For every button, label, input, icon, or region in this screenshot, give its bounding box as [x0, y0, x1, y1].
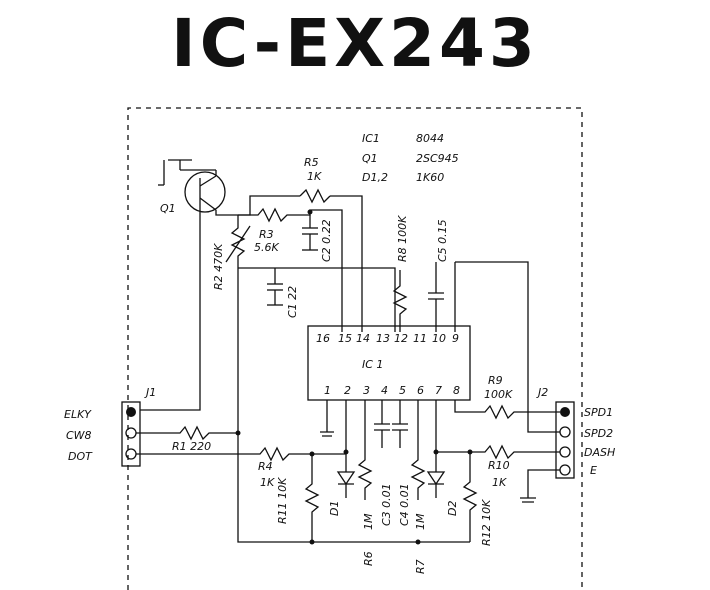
svg-text:13: 13 — [376, 332, 390, 345]
j2-pin-dash: DASH — [584, 446, 615, 459]
parts-ref-ic1: IC1 — [362, 132, 380, 145]
r9-value: 100K — [484, 388, 513, 401]
r6-label: R6 — [362, 551, 375, 566]
parts-table: IC1 8044 Q1 2SC945 D1,2 1K60 — [362, 132, 459, 184]
r6-value: 1M — [362, 513, 375, 530]
c1-label: C1 22 — [286, 286, 299, 318]
svg-text:6: 6 — [417, 384, 424, 397]
j2-pin-spd2: SPD2 — [584, 427, 613, 440]
svg-text:14: 14 — [356, 332, 370, 345]
q1-label: Q1 — [160, 202, 176, 215]
svg-text:10: 10 — [432, 332, 446, 345]
r5-value: 1K — [307, 170, 322, 183]
svg-text:8: 8 — [453, 384, 460, 397]
d2-label: D2 — [446, 501, 459, 516]
r11-label: R11 10K — [276, 477, 289, 524]
r4-value: 1K — [260, 476, 275, 489]
r1-label: R1 220 — [172, 440, 211, 453]
j1-pin-dot: DOT — [68, 450, 93, 463]
parts-value-q1: 2SC945 — [416, 152, 459, 165]
svg-text:9: 9 — [452, 332, 459, 345]
parts-ref-d12: D1,2 — [362, 171, 388, 184]
svg-text:11: 11 — [413, 332, 427, 345]
r4-label: R4 — [258, 460, 273, 473]
j2-pin-spd1: SPD1 — [584, 406, 613, 419]
c5-label: C5 0.15 — [436, 219, 449, 262]
ic1-top-pins: 16 15 14 13 12 11 10 9 — [316, 332, 459, 345]
svg-text:3: 3 — [363, 384, 370, 397]
r9-label: R9 — [488, 374, 503, 387]
svg-text:5: 5 — [399, 384, 406, 397]
ic1-bottom-pins: 1 2 3 4 5 6 7 8 — [324, 384, 460, 397]
svg-text:4: 4 — [381, 384, 388, 397]
r7-value: 1M — [414, 513, 427, 530]
c4-label: C4 0.01 — [398, 483, 411, 526]
r7-label: R7 — [414, 559, 427, 574]
r10-label: R10 — [488, 459, 510, 472]
enclosure-border — [127, 107, 583, 590]
transistor-q1: Q1 — [158, 159, 226, 215]
svg-text:15: 15 — [338, 332, 352, 345]
parts-value-d12: 1K60 — [416, 171, 444, 184]
j1-label: J1 — [144, 386, 156, 399]
svg-text:1: 1 — [324, 384, 331, 397]
ic1-body — [307, 325, 471, 401]
svg-text:16: 16 — [316, 332, 330, 345]
j1-pin-elky: ELKY — [64, 408, 92, 421]
d1-label: D1 — [328, 501, 341, 516]
svg-text:7: 7 — [435, 384, 442, 397]
svg-text:2: 2 — [344, 384, 351, 397]
r2-label: R2 470K — [212, 243, 225, 290]
r5-label: R5 — [304, 156, 319, 169]
r12-label: R12 10K — [480, 499, 493, 546]
r3-value: 5.6K — [254, 241, 279, 254]
r10-value: 1K — [492, 476, 507, 489]
j1-pin-cw8: CW8 — [66, 429, 92, 442]
r3-label: R3 — [259, 228, 274, 241]
connector-j2: J2 SPD1 SPD2 DASH E — [536, 386, 615, 479]
diagram-title: IC-EX243 — [171, 5, 539, 82]
connector-j1: J1 ELKY CW8 DOT — [64, 386, 156, 467]
c2-label: C2 0.22 — [320, 219, 333, 262]
svg-text:12: 12 — [394, 332, 408, 345]
parts-ref-q1: Q1 — [362, 152, 378, 165]
j2-label: J2 — [536, 386, 548, 399]
parts-value-ic1: 8044 — [416, 132, 444, 145]
r8-label: R8 100K — [396, 215, 409, 262]
j2-pin-e: E — [590, 464, 597, 477]
ic1-name: IC 1 — [362, 358, 383, 371]
c3-label: C3 0.01 — [380, 483, 393, 526]
